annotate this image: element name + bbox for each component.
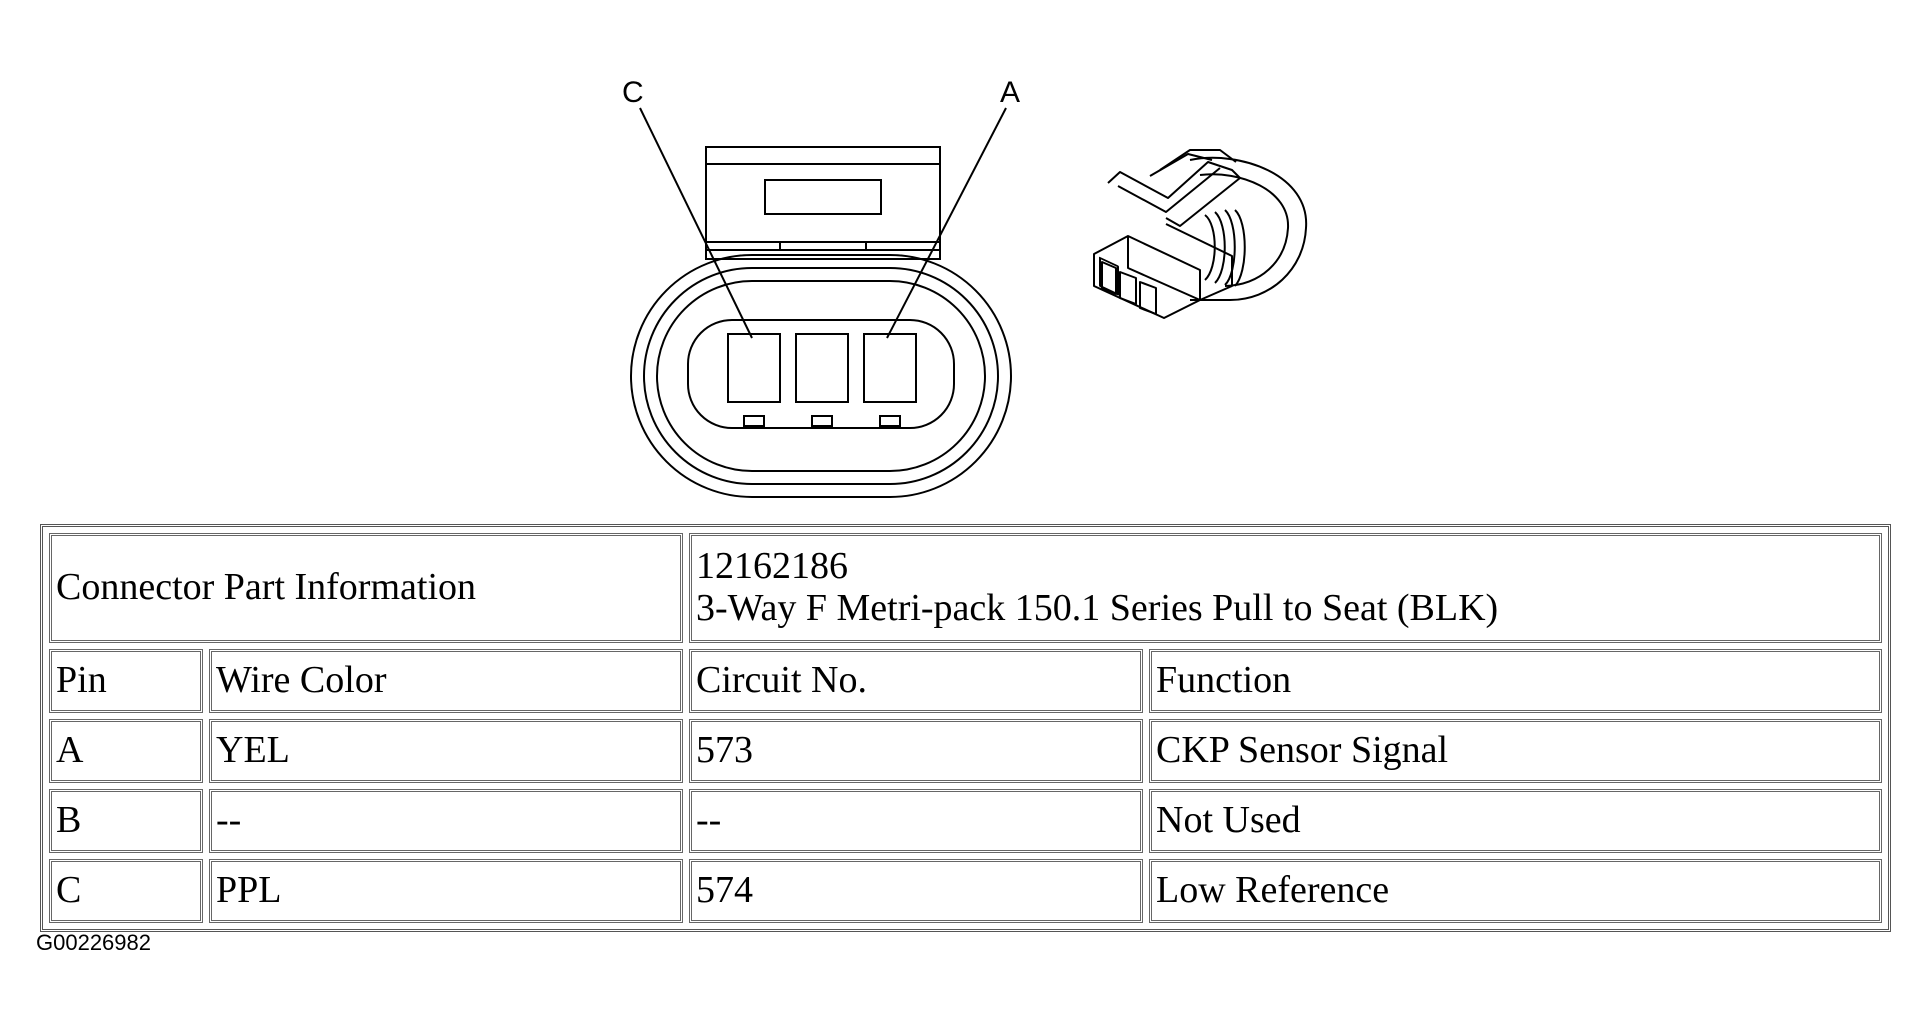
table-row: A YEL 573 CKP Sensor Signal: [49, 719, 1882, 783]
connector-info-row: Connector Part Information 12162186 3-Wa…: [49, 533, 1882, 643]
table-row: C PPL 574 Low Reference: [49, 859, 1882, 923]
connector-pinout-table: Connector Part Information 12162186 3-Wa…: [40, 524, 1891, 932]
callout-label-a: A: [1000, 76, 1020, 109]
wire-color-cell: PPL: [209, 859, 683, 923]
connector-label-cell: Connector Part Information: [49, 533, 683, 643]
part-number: 12162186: [696, 545, 848, 588]
pin-cell: C: [49, 859, 203, 923]
terminal-a: [863, 333, 917, 403]
function-cell: Low Reference: [1149, 859, 1882, 923]
header-pin: Pin: [49, 649, 203, 713]
function-cell: CKP Sensor Signal: [1149, 719, 1882, 783]
header-wire-color: Wire Color: [209, 649, 683, 713]
function-cell: Not Used: [1149, 789, 1882, 853]
connector-face-view: [630, 146, 1012, 498]
pin-cell: A: [49, 719, 203, 783]
wire-color-cell: --: [209, 789, 683, 853]
wire-color-cell: YEL: [209, 719, 683, 783]
header-row: Pin Wire Color Circuit No. Function: [49, 649, 1882, 713]
connector-isometric-view: [1093, 149, 1308, 319]
latch-window: [764, 179, 882, 215]
terminal-cavity: [687, 319, 955, 429]
pin-cell: B: [49, 789, 203, 853]
terminal-c: [727, 333, 781, 403]
part-description: 3-Way F Metri-pack 150.1 Series Pull to …: [696, 587, 1499, 629]
leader-line-c: [639, 107, 753, 339]
header-function: Function: [1149, 649, 1882, 713]
header-circuit: Circuit No.: [689, 649, 1143, 713]
callout-label-c: C: [622, 76, 644, 109]
table-row: B -- -- Not Used: [49, 789, 1882, 853]
circuit-cell: 574: [689, 859, 1143, 923]
circuit-cell: 573: [689, 719, 1143, 783]
leader-line-a: [886, 107, 1007, 339]
connector-outer-shell: [630, 254, 1012, 498]
terminal-b: [795, 333, 849, 403]
circuit-cell: --: [689, 789, 1143, 853]
figure-id: G00226982: [36, 930, 151, 955]
latch-housing: [705, 146, 941, 260]
connector-part-cell: 12162186 3-Way F Metri-pack 150.1 Series…: [689, 533, 1882, 643]
connector-drawing: C A: [622, 76, 1308, 498]
